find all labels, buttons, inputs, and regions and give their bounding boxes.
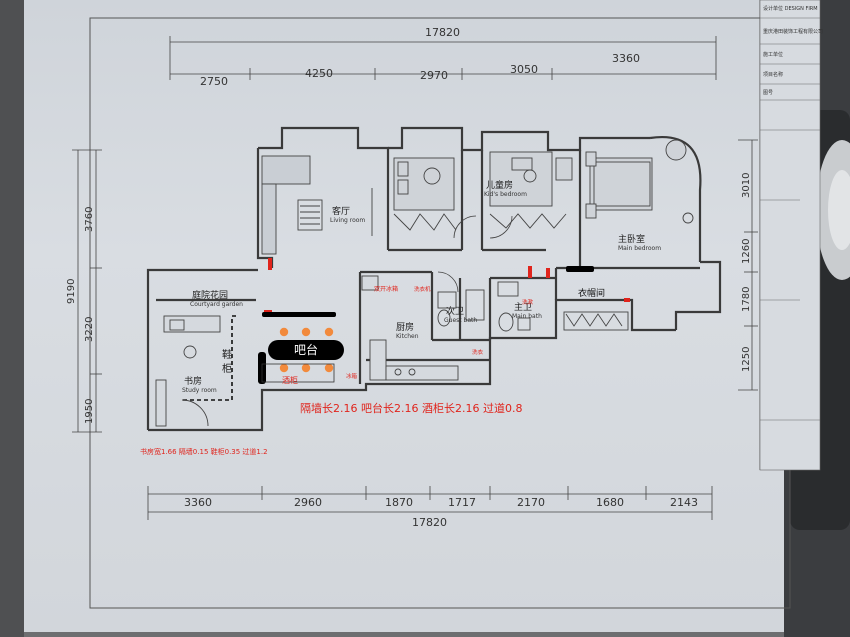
top-dim-2: 4250 — [305, 67, 333, 80]
room-master-en: Main bedroom — [618, 245, 661, 252]
bottom-dim-5: 2170 — [517, 496, 545, 509]
room-master-bath: 主卫 — [514, 301, 532, 313]
bar-stool-icon — [324, 363, 334, 373]
room-living: 客厅 — [332, 205, 350, 217]
top-total-dim: 17820 — [425, 26, 460, 39]
bar-stools — [279, 327, 334, 373]
room-master: 主卧室 — [618, 233, 645, 245]
title-block-line5: 图号 — [763, 90, 773, 96]
study-partition — [182, 315, 236, 401]
bottom-dim-7: 2143 — [670, 496, 698, 509]
measurement-note-main: 隔墙长2.16 吧台长2.16 酒柜长2.16 过道0.8 — [300, 401, 522, 415]
bottom-dim-1: 3360 — [184, 496, 212, 509]
left-dim-2: 3220 — [84, 317, 95, 342]
room-study-en: Study room — [182, 387, 217, 394]
measurement-note-study: 书房宽1.66 隔墙0.15 鞋柜0.35 过道1.2 — [140, 447, 268, 456]
top-dim-3: 2970 — [420, 69, 448, 82]
kitchen-item-label: 洗衣机 — [414, 285, 431, 293]
walkin-closet-label: 衣帽间 — [578, 287, 605, 299]
door-swings — [437, 215, 513, 293]
room-guest-bath: 次卫 — [446, 305, 464, 317]
left-dim-1: 3760 — [84, 207, 95, 232]
bar-label: 吧台 — [294, 342, 318, 357]
bar-stool-icon — [301, 363, 311, 373]
room-living-en: Living room — [330, 217, 365, 224]
right-dim-2: 1260 — [741, 239, 752, 264]
shoe-cabinet-label-2: 柜 — [222, 362, 232, 375]
second-bed — [489, 151, 573, 229]
design-firm-label: 设计单位 DESIGN FIRM — [763, 5, 818, 12]
study-desk — [155, 315, 221, 427]
left-shadow — [0, 0, 24, 637]
bottom-dim-6: 1680 — [596, 496, 624, 509]
right-dim-3: 1780 — [741, 287, 752, 312]
right-dimensions — [738, 139, 758, 391]
title-block: 设计单位 DESIGN FIRM 重庆港田装饰工程有限公司 施工单位 项目名称 … — [759, 0, 823, 471]
room-child-en: Kid's bedroom — [484, 191, 527, 198]
shoe-cabinet-label-1: 鞋 — [222, 348, 232, 361]
laundry-label: 洗衣 — [472, 348, 484, 356]
bar-stool-icon — [301, 327, 311, 337]
closet-hangers — [563, 311, 629, 331]
device-disc-inner — [828, 170, 850, 250]
room-kitchen-en: Kitchen — [396, 333, 419, 340]
room-study: 书房 — [184, 375, 202, 387]
bar-counter — [268, 340, 344, 360]
kid-bed — [393, 157, 457, 231]
room-garden-en: Courtyard garden — [190, 301, 243, 308]
bath-fixtures — [437, 281, 531, 332]
room-master-bath-en: Main bath — [512, 313, 542, 320]
top-dim-5: 3360 — [612, 52, 640, 65]
bar-stool-icon — [279, 327, 289, 337]
right-dim-4: 1250 — [741, 347, 752, 372]
kitchen-counter — [361, 275, 459, 381]
company-name: 重庆港田装饰工程有限公司 — [763, 28, 823, 35]
left-dimensions — [72, 149, 102, 433]
fridge-label: 双开冰箱 — [374, 285, 398, 293]
living-sofa — [261, 155, 373, 255]
bottom-dim-3: 1870 — [385, 496, 413, 509]
left-dim-3: 1950 — [84, 399, 95, 424]
title-block-line3: 施工单位 — [763, 51, 783, 58]
top-dimensions — [169, 36, 717, 80]
master-bed — [585, 139, 694, 224]
room-child: 儿童房 — [486, 179, 513, 191]
room-guest-bath-en: Guest bath — [444, 317, 477, 324]
bar-stool-icon — [324, 327, 334, 337]
wine-cabinet-label: 酒柜 — [282, 375, 298, 385]
bottom-dim-2: 2960 — [294, 496, 322, 509]
bottom-dim-4: 1717 — [448, 496, 476, 509]
left-total-dim: 9190 — [66, 279, 77, 304]
top-dim-4: 3050 — [510, 63, 538, 76]
bar-stool-icon — [279, 363, 289, 373]
bottom-dimensions — [147, 486, 713, 520]
bottom-total-dim: 17820 — [412, 516, 447, 529]
bath-item-label: 洗漱 — [522, 298, 534, 306]
title-block-line4: 项目名称 — [763, 71, 783, 78]
room-kitchen: 厨房 — [396, 321, 414, 333]
room-garden: 庭院花园 — [192, 289, 228, 301]
paper-sheet — [24, 0, 784, 632]
wine-cabinet-outline — [261, 363, 335, 383]
top-dim-1: 2750 — [200, 75, 228, 88]
right-dim-1: 3010 — [741, 173, 752, 198]
storage-label: 冰箱 — [346, 372, 358, 380]
